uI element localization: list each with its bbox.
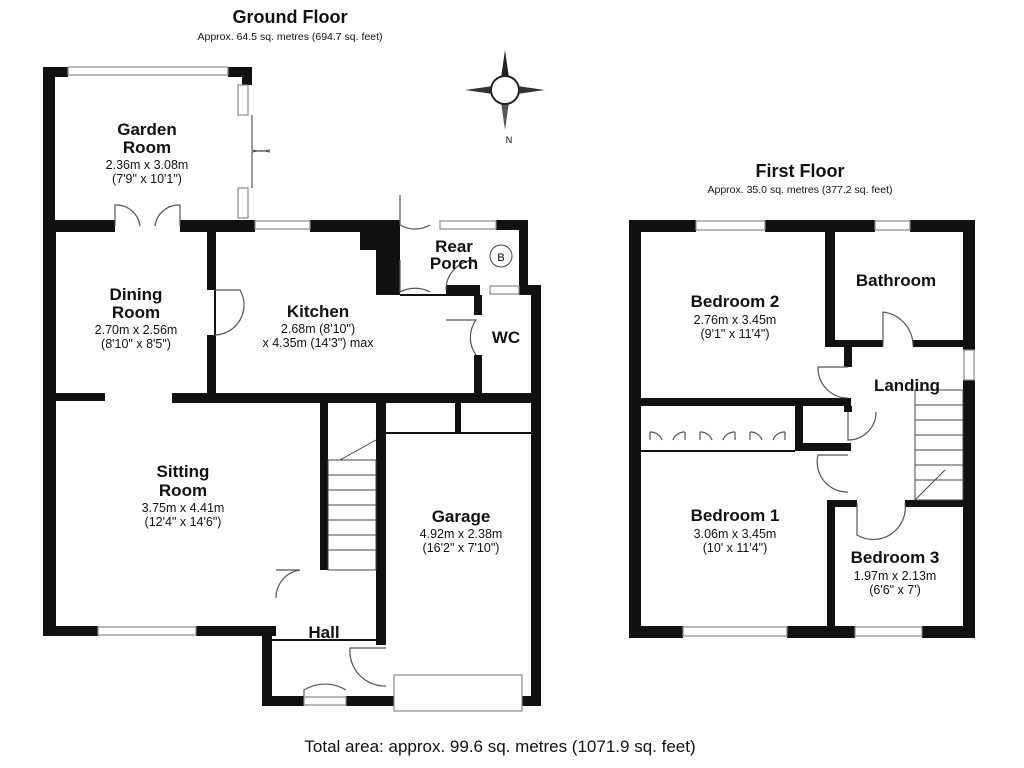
bedroom-3-window xyxy=(854,626,923,637)
sitting-room-window xyxy=(97,626,197,636)
room-dims-imperial: x 4.35m (14'3") max xyxy=(262,336,374,350)
room-dims-imperial: (6'6" x 7') xyxy=(869,583,921,597)
room-name: Bathroom xyxy=(856,271,936,290)
first-floor-doors xyxy=(641,311,914,541)
room-name: Porch xyxy=(430,254,478,273)
room-name: Dining xyxy=(110,285,163,304)
first-floor-walls xyxy=(629,220,975,638)
room-dims-imperial: (16'2" x 7'10") xyxy=(423,541,500,555)
kitchen-window xyxy=(254,220,311,230)
room-name: Bedroom 2 xyxy=(691,292,780,311)
room-name: Sitting xyxy=(157,462,210,481)
first-floor-windows xyxy=(682,220,975,637)
garden-room-side-window xyxy=(237,84,249,116)
room-bedroom-3: Bedroom 3 1.97m x 2.13m (6'6" x 7') xyxy=(851,548,940,597)
room-name: Bedroom 3 xyxy=(851,548,940,567)
garden-room-window xyxy=(67,66,229,76)
bedroom-1-window xyxy=(682,626,788,637)
room-name: Landing xyxy=(874,376,940,395)
room-bathroom: Bathroom xyxy=(856,271,936,290)
room-dims-metric: 2.70m x 2.56m xyxy=(95,323,178,337)
room-name: Bedroom 1 xyxy=(691,506,780,525)
room-name: Garage xyxy=(432,507,491,526)
ground-floor-thin-lines xyxy=(54,232,531,641)
room-kitchen: Kitchen 2.68m (8'10") x 4.35m (14'3") ma… xyxy=(262,302,374,350)
garage-door xyxy=(393,674,523,712)
room-name: WC xyxy=(492,328,520,347)
room-dining-room: Dining Room 2.70m x 2.56m (8'10" x 8'5") xyxy=(95,285,178,351)
room-name: Room xyxy=(123,138,171,157)
first-floor-area: Approx. 35.0 sq. metres (377.2 sq. feet) xyxy=(707,184,892,196)
ground-floor-walls xyxy=(43,67,541,706)
ground-floor-stairs xyxy=(327,439,377,571)
landing-window xyxy=(963,349,975,381)
compass-rose-icon: N xyxy=(465,50,545,145)
room-dims-imperial: (9'1" x 11'4") xyxy=(700,327,769,341)
room-dims-imperial: (7'9" x 10'1") xyxy=(112,172,182,186)
room-name: Room xyxy=(112,303,160,322)
room-landing: Landing xyxy=(874,376,940,395)
room-dims-metric: 3.06m x 3.45m xyxy=(694,527,777,541)
room-name: Garden xyxy=(117,120,177,139)
room-name: Room xyxy=(159,481,207,500)
bathroom-window xyxy=(874,220,911,231)
room-dims-metric: 4.92m x 2.38m xyxy=(420,527,503,541)
room-dims-metric: 1.97m x 2.13m xyxy=(854,569,937,583)
total-area: Total area: approx. 99.6 sq. metres (107… xyxy=(304,737,695,756)
room-wc: WC xyxy=(492,328,520,347)
front-door-window xyxy=(303,696,347,706)
ground-floor-doors xyxy=(114,115,478,696)
room-dims-imperial: (10' x 11'4") xyxy=(703,541,768,555)
room-name: Kitchen xyxy=(287,302,349,321)
room-sitting-room: Sitting Room 3.75m x 4.41m (12'4" x 14'6… xyxy=(142,462,225,529)
first-floor-title: First Floor xyxy=(756,161,845,181)
bedroom-2-window xyxy=(695,220,766,231)
boiler-label: B xyxy=(497,252,504,264)
room-name: Hall xyxy=(308,623,339,642)
compass-north-label: N xyxy=(506,135,513,145)
ground-floor-title: Ground Floor xyxy=(233,7,348,27)
ground-floor-area: Approx. 64.5 sq. metres (694.7 sq. feet) xyxy=(197,31,382,43)
room-bedroom-1: Bedroom 1 3.06m x 3.45m (10' x 11'4") xyxy=(691,506,780,555)
room-garden-room: Garden Room 2.36m x 3.08m (7'9" x 10'1") xyxy=(106,120,189,186)
room-dims-metric: 3.75m x 4.41m xyxy=(142,501,225,515)
room-dims-metric: 2.36m x 3.08m xyxy=(106,158,189,172)
ground-floor-windows xyxy=(67,66,523,712)
garden-room-side-window-lower xyxy=(237,187,249,219)
room-bedroom-2: Bedroom 2 2.76m x 3.45m (9'1" x 11'4") xyxy=(691,292,780,341)
room-garage: Garage 4.92m x 2.38m (16'2" x 7'10") xyxy=(420,507,503,555)
room-rear-porch: Rear Porch xyxy=(430,237,478,273)
room-dims-imperial: (12'4" x 14'6") xyxy=(145,515,222,529)
room-dims-imperial: (8'10" x 8'5") xyxy=(101,337,171,351)
room-dims-metric: 2.76m x 3.45m xyxy=(694,313,777,327)
room-dims-metric: 2.68m (8'10") xyxy=(281,322,355,336)
room-name: Rear xyxy=(435,237,473,256)
wc-window xyxy=(489,285,520,295)
ground-floor-plan: Ground Floor Approx. 64.5 sq. metres (69… xyxy=(43,7,541,712)
porch-window xyxy=(439,220,497,230)
room-hall: Hall xyxy=(308,623,339,642)
first-floor-stairs xyxy=(914,389,964,501)
boiler-icon xyxy=(489,244,513,268)
first-floor-plan: First Floor Approx. 35.0 sq. metres (377… xyxy=(629,161,975,638)
